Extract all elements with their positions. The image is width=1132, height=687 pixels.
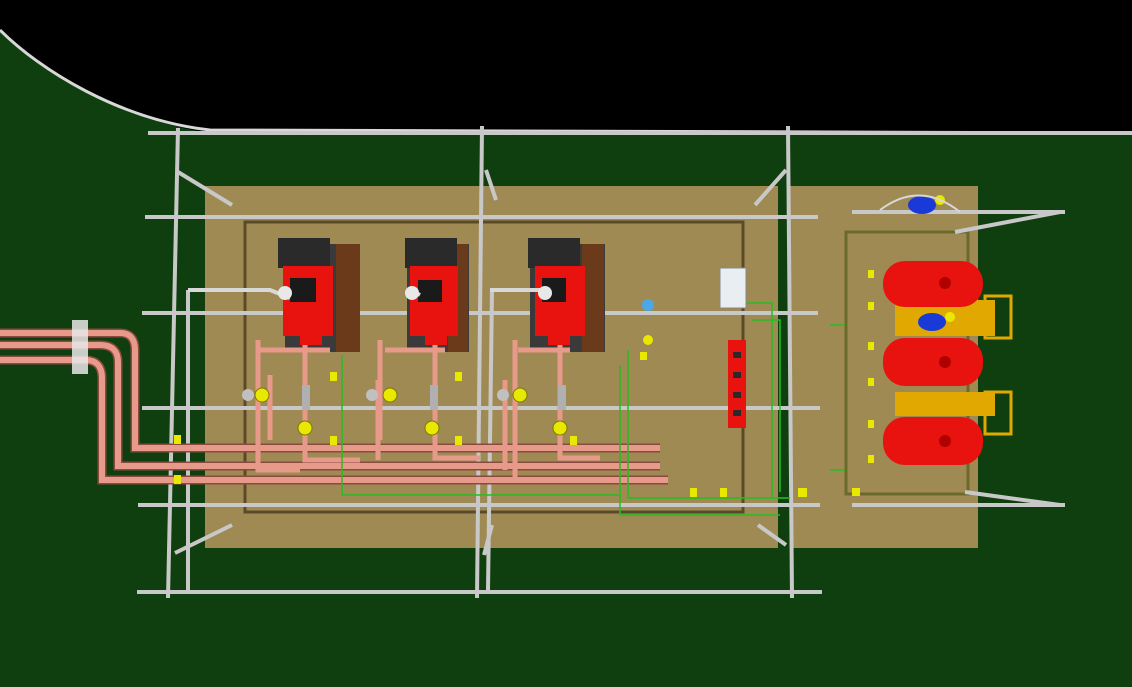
valves[interactable]	[242, 299, 654, 436]
branch-pipes	[255, 340, 600, 480]
markers	[174, 352, 807, 497]
pump-skid-2[interactable]	[895, 390, 1013, 436]
tank-2[interactable]	[883, 338, 983, 386]
blower-motor-1[interactable]	[879, 194, 961, 214]
sky	[0, 0, 1132, 133]
boiler-1[interactable]	[278, 238, 360, 352]
tank-1[interactable]	[883, 261, 983, 307]
tank-room-markers	[852, 270, 874, 496]
distribution-board[interactable]	[728, 340, 746, 428]
blower-motor-2[interactable]	[918, 312, 955, 331]
flue-outlet-3	[538, 286, 552, 300]
horizon-line	[0, 28, 1132, 135]
pumps[interactable]	[302, 385, 566, 410]
flue-outlet-2	[405, 286, 419, 300]
flue-outlet-1	[278, 286, 292, 300]
electrical-wiring	[341, 302, 845, 516]
pipe-support	[72, 320, 88, 374]
steel-frame	[137, 125, 1132, 599]
tank-3[interactable]	[883, 417, 983, 465]
board-switches	[733, 352, 741, 416]
boiler-2[interactable]	[405, 238, 469, 352]
control-panel[interactable]	[719, 267, 747, 309]
